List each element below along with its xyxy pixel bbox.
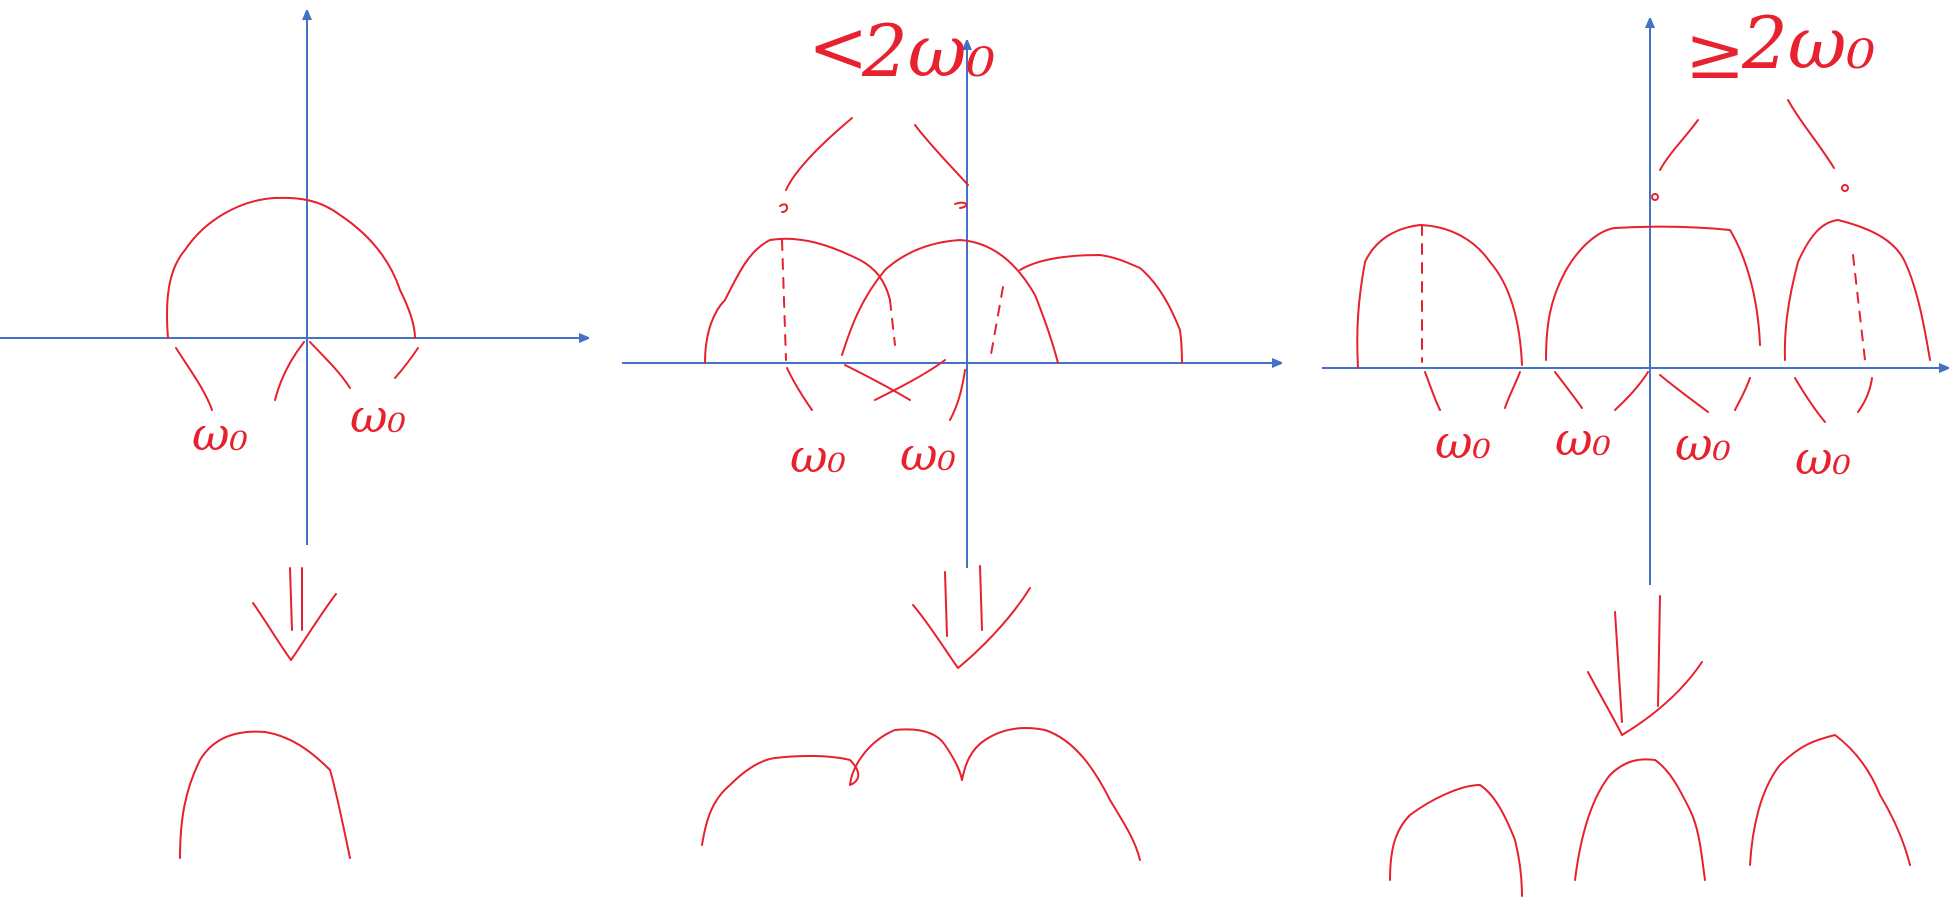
panel3-pointer-1a [1424, 371, 1441, 411]
panel3-label-3: ω₀ [1675, 417, 1731, 471]
panel2-spectrum-right [1019, 254, 1183, 364]
panel3-label-1: ω₀ [1435, 415, 1491, 469]
panel3-pointer-2b [1614, 371, 1649, 411]
panel1-center-pointer-right [309, 341, 351, 389]
panel1-left-pointer [175, 347, 213, 411]
panel3-pointer-3b [1734, 377, 1751, 411]
panel2-cross-b [874, 359, 946, 401]
panel1-spectrum-curve [165, 196, 416, 339]
panel2-dashed-mid [889, 299, 896, 346]
panel-single-spectrum: ω₀ ω₀ [0, 14, 585, 859]
panel2-spectrum-left [704, 237, 891, 364]
panel1-label-left: ω₀ [192, 407, 248, 461]
panel3-brace-left [1659, 119, 1699, 171]
panel-separated-spectrum: ≥ 2ω₀ ω₀ ω₀ ω₀ ω₀ [1322, 1, 1945, 897]
panel1-label-right: ω₀ [350, 389, 406, 443]
panel2-dashed-left [781, 239, 787, 361]
panel3-spectrum-1 [1356, 224, 1523, 369]
panel2-pointer-b [949, 369, 966, 421]
panel2-peak-mark-left [779, 203, 788, 213]
panel3-pointer-4b [1857, 377, 1873, 413]
panel3-down-arrow-head [1587, 661, 1703, 736]
panel3-pointer-2a [1554, 371, 1583, 409]
panel1-right-pointer [394, 347, 419, 379]
panel3-down-arrow-shaft [1614, 595, 1661, 723]
panel3-spectrum-2 [1545, 225, 1761, 361]
panel2-down-arrow-head [912, 587, 1031, 669]
panel2-condition-relation: < [808, 5, 868, 89]
panel3-peak-mark-center [1651, 193, 1659, 201]
panel3-label-2: ω₀ [1555, 412, 1611, 466]
panel2-down-arrow-shaft [944, 565, 983, 637]
panel3-spectrum-3 [1783, 219, 1931, 361]
panel2-peak-mark-right [954, 201, 968, 209]
panel3-label-4: ω₀ [1795, 431, 1851, 485]
panel3-pointer-3a [1659, 374, 1709, 413]
panel1-center-pointer-left [274, 341, 305, 401]
panel-overlapping-spectrum: < 2ω₀ ω₀ ω₀ [622, 5, 1278, 861]
panel3-peak-mark-right [1841, 184, 1849, 192]
panel3-pointer-1b [1504, 371, 1521, 409]
panel1-result-curve [179, 730, 351, 859]
panel3-pointer-4a [1794, 377, 1826, 423]
panel2-spectrum-center [841, 239, 1059, 364]
panel2-brace-right [914, 124, 969, 186]
panel2-pointer-a [786, 367, 813, 411]
panel1-down-arrow-head [252, 593, 337, 661]
panel2-condition-value: 2ω₀ [861, 9, 995, 93]
panel1-down-arrow-shaft [289, 567, 303, 631]
panel2-result-curve [701, 727, 1141, 861]
panel3-brace-right [1787, 99, 1835, 169]
panel2-brace-left [785, 117, 853, 191]
panel2-label-right: ω₀ [900, 427, 956, 481]
panel3-result-curve-2 [1574, 758, 1706, 881]
panel3-condition-relation: ≥ [1685, 11, 1745, 95]
panel2-label-left: ω₀ [790, 429, 846, 483]
panel2-cross-a [844, 364, 911, 401]
panel3-result-curve-3 [1749, 734, 1911, 866]
panel3-condition-value: 2ω₀ [1741, 1, 1875, 85]
panel2-dashed-right [989, 286, 1004, 361]
panel3-result-curve-1 [1389, 784, 1523, 897]
panel3-dashed-3 [1852, 254, 1866, 361]
